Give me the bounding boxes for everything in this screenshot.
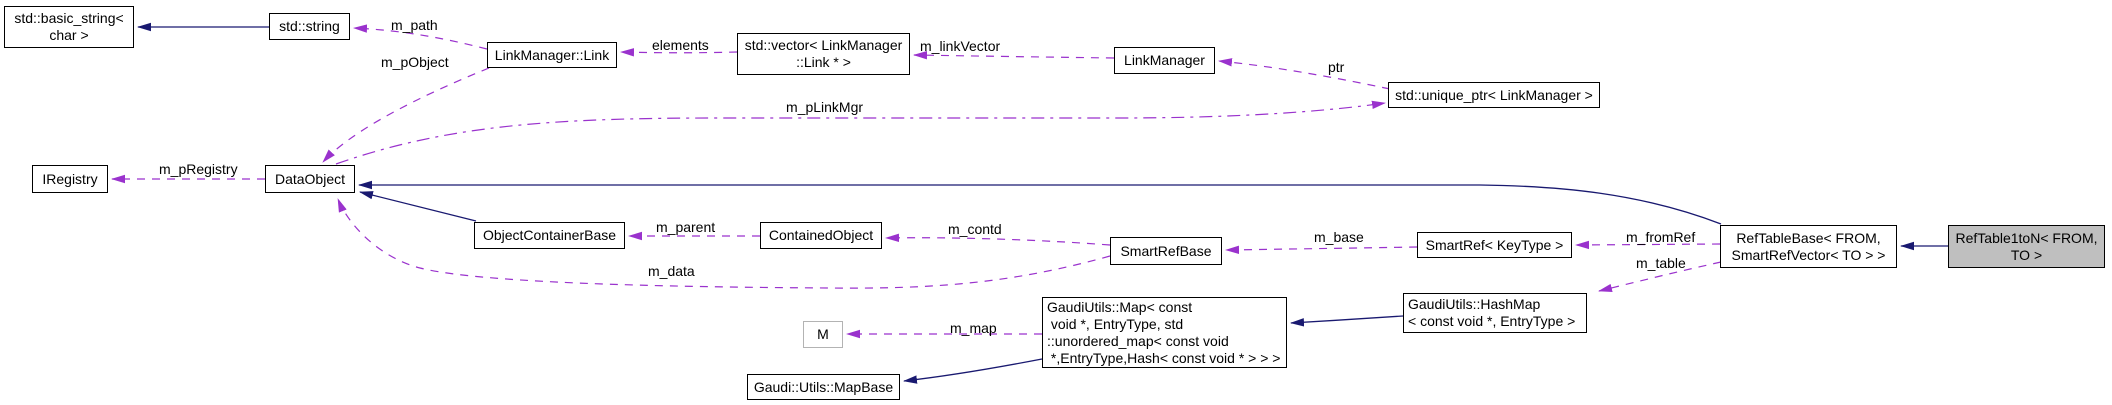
node-label: std::unique_ptr< LinkManager > bbox=[1395, 86, 1593, 103]
node-containedobject[interactable]: ContainedObject bbox=[760, 222, 882, 249]
node-label: std::basic_string< char > bbox=[14, 10, 124, 43]
edge-reftablebase-inherits-dataobject bbox=[358, 180, 1722, 225]
edge-m-base bbox=[1225, 245, 1418, 254]
node-label: std::string bbox=[279, 18, 340, 34]
node-label: LinkManager bbox=[1124, 52, 1205, 68]
node-objectcontainerbase[interactable]: ObjectContainerBase bbox=[474, 222, 625, 249]
node-label: ContainedObject bbox=[768, 227, 874, 243]
edge-label-elements: elements bbox=[652, 37, 709, 53]
node-label: LinkManager::Link bbox=[494, 46, 610, 63]
edge-label-m-path: m_path bbox=[391, 17, 438, 33]
edge-m-plinkmgr bbox=[335, 100, 1386, 165]
node-std-vector-linkmanager-link[interactable]: std::vector< LinkManager ::Link * > bbox=[737, 33, 910, 75]
edge-label-m-fromref: m_fromRef bbox=[1626, 229, 1696, 245]
node-linkmanager-link[interactable]: LinkManager::Link bbox=[487, 42, 617, 68]
edge-label-m-data: m_data bbox=[648, 263, 695, 279]
node-reftable1ton-current: RefTable1toN< FROM, TO > bbox=[1948, 225, 2105, 268]
node-label: SmartRefBase bbox=[1120, 242, 1212, 259]
edge-label-m-linkvector: m_linkVector bbox=[920, 38, 1001, 54]
edge-m-data bbox=[337, 198, 1111, 289]
node-dataobject[interactable]: DataObject bbox=[265, 165, 355, 193]
node-label: GaudiUtils::Map< const void *, EntryType… bbox=[1047, 298, 1281, 366]
node-smartref-keytype[interactable]: SmartRef< KeyType > bbox=[1417, 232, 1572, 258]
node-label: DataObject bbox=[274, 170, 346, 187]
edge-label-m-parent: m_parent bbox=[656, 219, 716, 235]
edge-m-linkvector bbox=[913, 51, 1115, 60]
edge-label-m-table: m_table bbox=[1636, 255, 1686, 271]
node-label: ObjectContainerBase bbox=[482, 227, 617, 243]
node-label: IRegistry bbox=[42, 170, 98, 187]
edge-label-ptr: ptr bbox=[1328, 59, 1345, 75]
edge-hashmap-inherits-map bbox=[1290, 315, 1404, 327]
node-reftablebase[interactable]: RefTableBase< FROM, SmartRefVector< TO >… bbox=[1720, 225, 1897, 268]
edge-map-inherits-mapbase bbox=[903, 358, 1043, 384]
node-std-unique-ptr-linkmanager[interactable]: std::unique_ptr< LinkManager > bbox=[1388, 82, 1600, 108]
node-smartrefbase[interactable]: SmartRefBase bbox=[1110, 237, 1222, 265]
edge-m-pobject bbox=[322, 67, 490, 163]
edge-label-m-base: m_base bbox=[1314, 229, 1364, 245]
node-label: M bbox=[817, 326, 829, 342]
node-gaudiutils-map[interactable]: GaudiUtils::Map< const void *, EntryType… bbox=[1042, 297, 1287, 368]
edge-m-path bbox=[353, 24, 488, 50]
node-iregistry[interactable]: IRegistry bbox=[32, 165, 108, 193]
node-linkmanager[interactable]: LinkManager bbox=[1114, 47, 1215, 74]
edge-m-contd bbox=[885, 233, 1111, 246]
edge-label-m-pobject: m_pObject bbox=[381, 54, 449, 70]
node-label: GaudiUtils::HashMap < const void *, Entr… bbox=[1408, 296, 1576, 329]
edge-label-m-map: m_map bbox=[950, 320, 997, 336]
edge-objectcontainerbase-inherits-dataobject bbox=[359, 191, 477, 222]
node-label: SmartRef< KeyType > bbox=[1425, 236, 1564, 253]
edge-ptr bbox=[1218, 58, 1391, 90]
node-gaudi-utils-mapbase[interactable]: Gaudi::Utils::MapBase bbox=[747, 374, 900, 400]
node-gaudiutils-hashmap[interactable]: GaudiUtils::HashMap < const void *, Entr… bbox=[1403, 293, 1587, 333]
node-label: Gaudi::Utils::MapBase bbox=[753, 378, 894, 395]
node-label: std::vector< LinkManager ::Link * > bbox=[744, 37, 903, 70]
node-std-string[interactable]: std::string bbox=[269, 13, 350, 40]
node-template-param-m: M bbox=[803, 321, 843, 348]
edge-label-m-plinkmgr: m_pLinkMgr bbox=[786, 99, 864, 115]
node-label: RefTableBase< FROM, SmartRefVector< TO >… bbox=[1731, 229, 1886, 263]
edge-label-m-pregistry: m_pRegistry bbox=[159, 161, 238, 177]
node-std-basic-string[interactable]: std::basic_string< char > bbox=[4, 6, 134, 48]
node-label: RefTable1toN< FROM, TO > bbox=[1955, 229, 2098, 263]
edge-m-fromref bbox=[1575, 240, 1721, 250]
edge-m-table bbox=[1598, 261, 1722, 292]
edge-label-m-contd: m_contd bbox=[948, 221, 1002, 237]
